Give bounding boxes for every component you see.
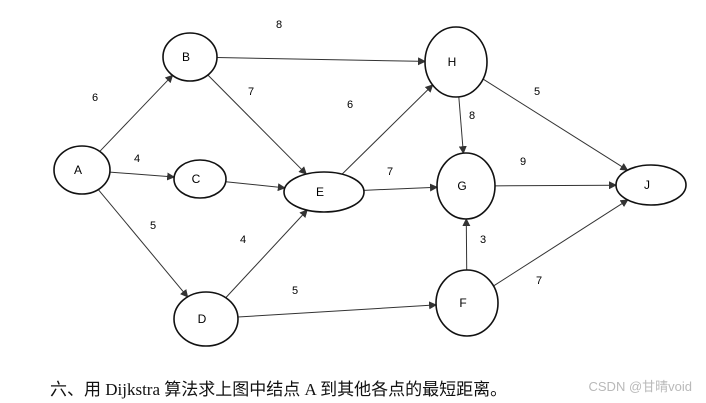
edge-E-H <box>341 84 434 175</box>
edge-C-E <box>225 181 286 192</box>
nodes-layer: A B C D E H G F J <box>53 26 687 347</box>
node-circle-H <box>424 26 488 98</box>
edge-weight-F-J: 7 <box>536 275 542 287</box>
node-label-D: D <box>198 312 207 326</box>
edge-weight-A-C: 4 <box>134 153 140 165</box>
node-label-C: C <box>192 172 201 186</box>
edge-B-E <box>207 74 307 175</box>
node-H: H <box>424 26 488 98</box>
edge-weight-A-B: 6 <box>92 92 98 104</box>
edge-weight-D-E: 4 <box>240 234 246 246</box>
node-label-G: G <box>457 179 466 193</box>
edge-weight-E-H: 6 <box>347 99 353 111</box>
node-circle-E <box>283 171 365 213</box>
edge-weight-B-E: 7 <box>248 86 254 98</box>
node-circle-B <box>162 32 218 82</box>
node-label-J: J <box>644 178 650 192</box>
node-circle-C <box>173 159 227 199</box>
edge-F-J <box>493 199 629 287</box>
node-circle-A <box>53 145 111 195</box>
node-J: J <box>615 164 687 206</box>
edge-weights-layer: 6 4 5 8 7 4 5 6 7 8 5 9 3 7 <box>92 19 542 297</box>
node-C: C <box>173 159 227 199</box>
node-circle-F <box>435 269 499 337</box>
edge-weight-G-J: 9 <box>520 156 526 168</box>
edge-A-B <box>99 74 174 152</box>
edge-weight-B-H: 8 <box>276 19 282 31</box>
node-label-B: B <box>182 50 190 64</box>
edge-weight-A-D: 5 <box>150 220 156 232</box>
edge-H-J <box>482 78 629 171</box>
node-B: B <box>162 32 218 82</box>
edge-H-G <box>458 96 467 155</box>
edge-weight-H-J: 5 <box>534 86 540 98</box>
node-F: F <box>435 269 499 337</box>
node-label-A: A <box>74 163 82 177</box>
edge-A-D <box>97 189 189 298</box>
node-circle-J <box>615 164 687 206</box>
edge-weight-D-F: 5 <box>292 285 298 297</box>
edge-weight-F-G: 3 <box>480 234 486 246</box>
edge-D-F <box>237 301 438 318</box>
node-circle-D <box>173 291 239 347</box>
edge-E-G <box>363 183 439 192</box>
edge-weight-H-G: 8 <box>469 110 475 122</box>
question-text: 六、用 Dijkstra 算法求上图中结点 A 到其他各点的最短距离。 <box>50 380 508 399</box>
node-E: E <box>283 171 365 213</box>
node-G: G <box>436 152 496 220</box>
edge-B-H <box>216 57 427 66</box>
node-circle-G <box>436 152 496 220</box>
node-label-F: F <box>459 296 466 310</box>
node-label-H: H <box>448 55 457 69</box>
watermark: CSDN @甘晴void <box>588 379 693 394</box>
edge-weight-E-G: 7 <box>387 166 393 178</box>
edge-A-C <box>109 171 176 181</box>
node-D: D <box>173 291 239 347</box>
node-A: A <box>53 145 111 195</box>
edge-D-E <box>225 209 308 299</box>
edge-G-J <box>494 181 618 190</box>
edges-layer <box>97 57 629 318</box>
node-label-E: E <box>316 185 324 199</box>
graph-diagram: A B C D E H G F J 6 4 5 8 7 4 5 6 7 8 5 9 3 7 <box>53 19 687 347</box>
